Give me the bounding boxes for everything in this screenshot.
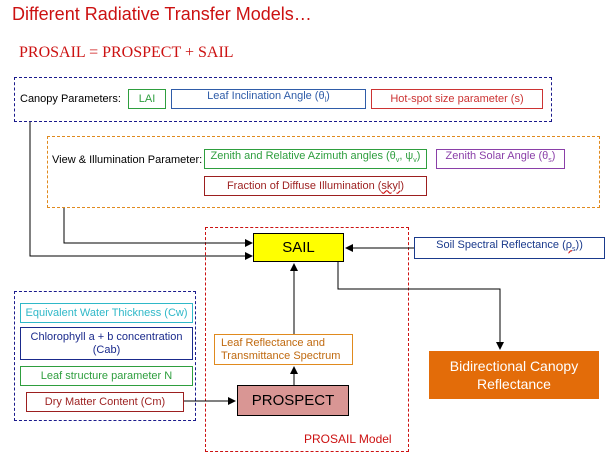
canopy-parameters-frame — [14, 77, 552, 122]
leaf-inclination-box: Leaf Inclination Angle (θl) — [171, 89, 366, 109]
leaf-spectrum-label: Leaf Reflectance and Transmittance Spect… — [221, 336, 341, 362]
equivalent-water-thickness-box: Equivalent Water Thickness (Cw) — [20, 303, 193, 323]
leaf-inclination-label: Leaf Inclination Angle (θl) — [207, 90, 330, 105]
diffuse-illumination-box: Fraction of Diffuse Illumination (skyl) — [204, 176, 427, 196]
diffuse-illumination-label: Fraction of Diffuse Illumination (skyl) — [226, 179, 405, 192]
zenith-solar-box: Zenith Solar Angle (θs) — [436, 149, 565, 169]
hotspot-box: Hot-spot size parameter (s) — [371, 89, 543, 109]
leaf-parameters-frame — [14, 291, 196, 421]
sail-box: SAIL — [253, 233, 344, 262]
equivalent-water-thickness-label: Equivalent Water Thickness (Cw) — [25, 306, 188, 319]
leaf-structure-box: Leaf structure parameter N — [20, 366, 193, 386]
view-illumination-frame — [47, 136, 600, 208]
page-title: Different Radiative Transfer Models… — [12, 4, 312, 24]
hotspot-label: Hot-spot size parameter (s) — [390, 92, 524, 105]
output-box: Bidirectional Canopy Reflectance — [429, 351, 599, 399]
prosail-equation: PROSAIL = PROSPECT + SAIL — [19, 44, 234, 61]
output-label: Bidirectional Canopy Reflectance — [449, 358, 579, 392]
prospect-label: PROSPECT — [251, 392, 335, 409]
leaf-structure-label: Leaf structure parameter N — [40, 369, 173, 382]
soil-reflectance-box: Soil Spectral Reflectance (ρs)) — [414, 237, 605, 259]
zenith-relative-label: Zenith and Relative Azimuth angles (θv, … — [210, 150, 421, 165]
zenith-solar-label: Zenith Solar Angle (θs) — [445, 150, 556, 165]
leaf-spectrum-box: Leaf Reflectance and Transmittance Spect… — [214, 334, 353, 365]
lai-label: LAI — [138, 92, 156, 105]
prosail-model-label: PROSAIL Model — [304, 432, 392, 446]
zenith-relative-box: Zenith and Relative Azimuth angles (θv, … — [204, 149, 427, 169]
dry-matter-label: Dry Matter Content (Cm) — [44, 395, 166, 408]
prospect-box: PROSPECT — [237, 385, 349, 416]
sail-label: SAIL — [282, 239, 315, 256]
chlorophyll-label: Chlorophyll a + b concentration (Cab) — [30, 330, 183, 356]
chlorophyll-box: Chlorophyll a + b concentration (Cab) — [20, 327, 193, 360]
soil-reflectance-label: Soil Spectral Reflectance (ρs)) — [436, 239, 583, 254]
view-illumination-label: View & Illumination Parameter: — [52, 154, 203, 166]
lai-box: LAI — [128, 89, 166, 109]
canopy-parameters-label: Canopy Parameters: — [20, 93, 121, 105]
dry-matter-box: Dry Matter Content (Cm) — [26, 392, 184, 412]
